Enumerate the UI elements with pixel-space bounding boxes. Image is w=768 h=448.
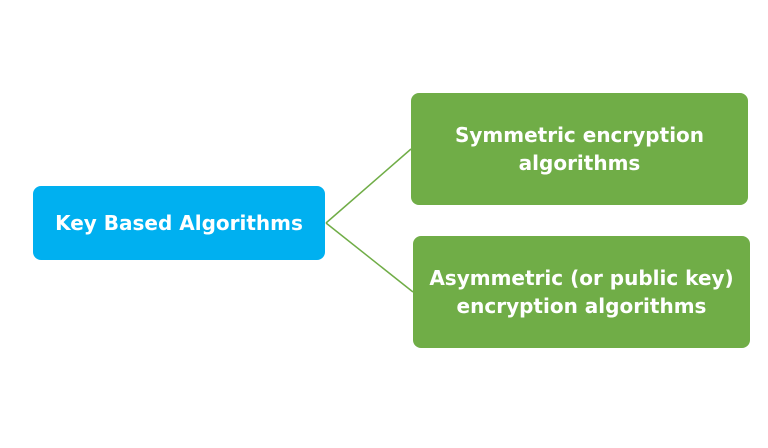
root-node-label: Key Based Algorithms — [55, 210, 303, 235]
child-node-label: Asymmetric (or public key) encryption al… — [429, 264, 733, 321]
child-node-label-line-2: algorithms — [518, 151, 641, 175]
connector-to-symmetric — [325, 148, 412, 224]
child-node-label-line-1: Asymmetric (or public key) — [429, 265, 734, 290]
child-node-label: Symmetric encryption algorithms — [455, 121, 704, 178]
child-node-label-line-1: Symmetric encryption — [454, 122, 705, 147]
connector-to-asymmetric — [325, 222, 414, 293]
child-node-asymmetric-encryption: Asymmetric (or public key) encryption al… — [413, 236, 750, 348]
child-node-symmetric-encryption: Symmetric encryption algorithms — [411, 93, 748, 205]
child-node-label-line-2: encryption algorithms — [456, 294, 707, 318]
root-node-key-based-algorithms: Key Based Algorithms — [33, 186, 325, 260]
